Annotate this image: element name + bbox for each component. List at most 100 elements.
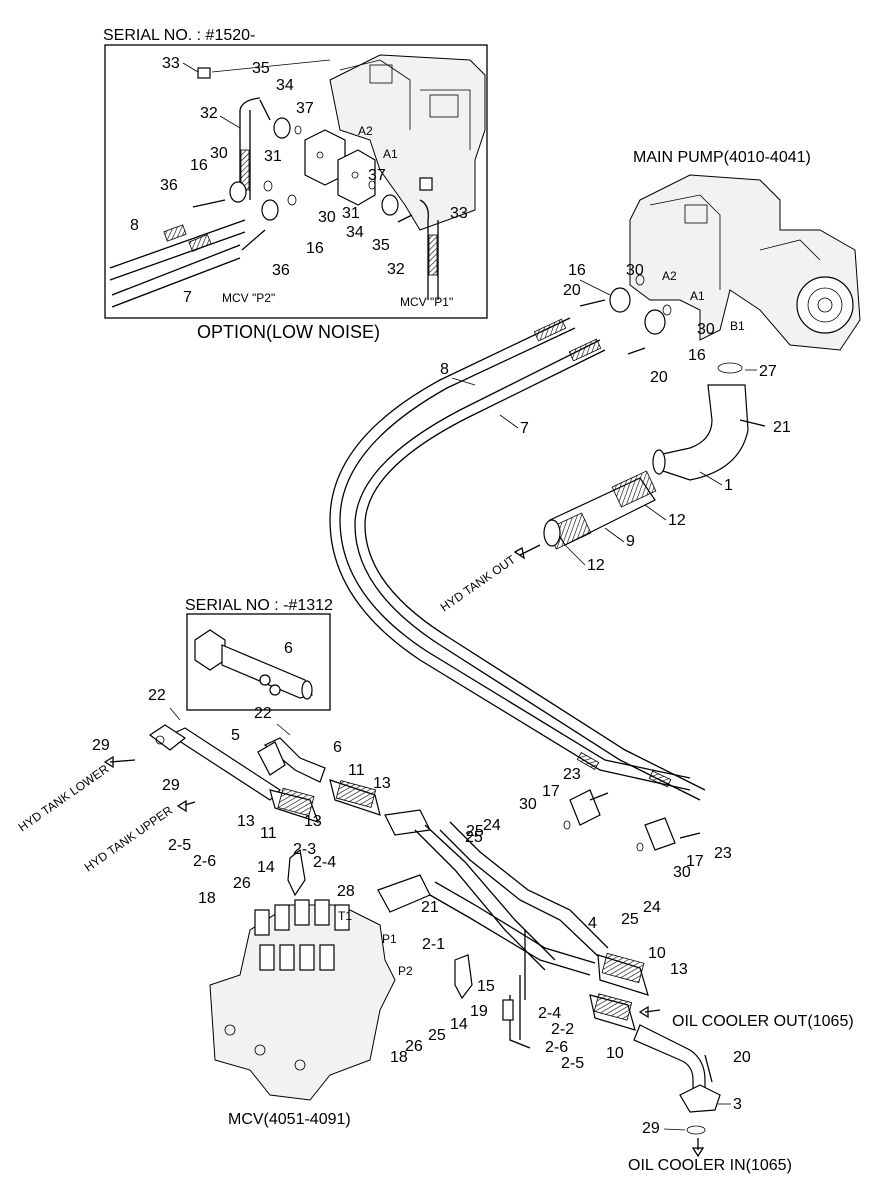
svg-text:8: 8 bbox=[440, 361, 449, 378]
svg-text:33: 33 bbox=[162, 55, 180, 72]
cooler-pipes bbox=[287, 809, 721, 1158]
svg-text:2-3: 2-3 bbox=[293, 841, 316, 858]
svg-text:11: 11 bbox=[348, 762, 365, 779]
svg-text:29: 29 bbox=[162, 777, 180, 794]
svg-text:36: 36 bbox=[160, 177, 178, 194]
svg-text:33: 33 bbox=[450, 205, 468, 222]
svg-text:11: 11 bbox=[260, 825, 277, 842]
inset-mid-frame bbox=[186, 613, 331, 711]
svg-text:35: 35 bbox=[372, 237, 390, 254]
svg-text:20: 20 bbox=[650, 369, 668, 386]
mcv-title: MCV(4051-4091) bbox=[228, 1111, 351, 1128]
pump-flanges bbox=[579, 274, 743, 374]
svg-text:13: 13 bbox=[670, 961, 688, 978]
svg-text:37: 37 bbox=[296, 100, 314, 117]
inset-port-a1: A1 bbox=[383, 147, 398, 161]
inset-early-serial: SERIAL NO : -#1312 6 bbox=[185, 597, 333, 711]
label-hyd-tank-lower: HYD TANK LOWER bbox=[16, 761, 112, 834]
svg-text:18: 18 bbox=[198, 890, 216, 907]
svg-text:14: 14 bbox=[257, 859, 275, 876]
svg-text:37: 37 bbox=[368, 167, 386, 184]
svg-text:26: 26 bbox=[233, 875, 251, 892]
svg-text:26: 26 bbox=[405, 1038, 423, 1055]
svg-text:2-2: 2-2 bbox=[551, 1021, 574, 1038]
mcv-port-p1: P1 bbox=[382, 932, 397, 946]
svg-text:35: 35 bbox=[252, 60, 270, 77]
svg-text:2-5: 2-5 bbox=[561, 1055, 584, 1072]
svg-text:2-4: 2-4 bbox=[538, 1005, 561, 1022]
svg-text:9: 9 bbox=[626, 533, 635, 550]
svg-text:2-4: 2-4 bbox=[313, 854, 336, 871]
svg-text:22: 22 bbox=[148, 687, 166, 704]
svg-text:2-5: 2-5 bbox=[168, 837, 191, 854]
svg-text:5: 5 bbox=[231, 727, 240, 744]
svg-text:25: 25 bbox=[466, 823, 484, 840]
svg-text:29: 29 bbox=[642, 1120, 660, 1137]
svg-text:6: 6 bbox=[333, 739, 342, 756]
svg-text:21: 21 bbox=[773, 419, 791, 436]
inset-port-a2: A2 bbox=[358, 124, 373, 138]
inset-mid-title: SERIAL NO : -#1312 bbox=[185, 597, 333, 614]
svg-text:13: 13 bbox=[304, 813, 322, 830]
svg-text:27: 27 bbox=[759, 363, 777, 380]
suction-hose bbox=[513, 470, 657, 560]
svg-text:2-6: 2-6 bbox=[545, 1039, 568, 1056]
svg-text:13: 13 bbox=[237, 813, 255, 830]
inset-pump-drawing bbox=[329, 54, 486, 231]
svg-text:14: 14 bbox=[450, 1016, 468, 1033]
svg-text:1: 1 bbox=[724, 477, 733, 494]
svg-text:28: 28 bbox=[337, 883, 355, 900]
svg-text:16: 16 bbox=[306, 240, 324, 257]
svg-text:31: 31 bbox=[342, 205, 360, 222]
return-pipes bbox=[103, 724, 381, 823]
svg-text:25: 25 bbox=[621, 911, 639, 928]
svg-text:36: 36 bbox=[272, 262, 290, 279]
svg-text:29: 29 bbox=[92, 737, 110, 754]
svg-text:32: 32 bbox=[387, 261, 405, 278]
inset-port-p2: MCV "P2" bbox=[222, 291, 275, 305]
pump-port-a2: A2 bbox=[662, 269, 677, 283]
svg-text:16: 16 bbox=[688, 347, 706, 364]
svg-text:19: 19 bbox=[470, 1003, 488, 1020]
mcv-port-t1: T1 bbox=[338, 909, 352, 923]
pump-port-b1: B1 bbox=[730, 319, 745, 333]
svg-text:21: 21 bbox=[421, 899, 439, 916]
svg-text:16: 16 bbox=[190, 157, 208, 174]
svg-text:10: 10 bbox=[606, 1045, 624, 1062]
svg-text:23: 23 bbox=[563, 766, 581, 783]
label-hyd-tank-out: HYD TANK OUT bbox=[438, 552, 519, 614]
svg-text:30: 30 bbox=[519, 796, 537, 813]
suction-pipe bbox=[652, 384, 766, 481]
svg-text:7: 7 bbox=[183, 289, 192, 306]
svg-text:23: 23 bbox=[714, 845, 732, 862]
svg-text:34: 34 bbox=[346, 224, 364, 241]
svg-text:20: 20 bbox=[563, 282, 581, 299]
svg-text:22: 22 bbox=[254, 705, 272, 722]
svg-text:12: 12 bbox=[587, 557, 605, 574]
inset-port-p1: MCV "P1" bbox=[400, 295, 453, 309]
svg-text:25: 25 bbox=[428, 1027, 446, 1044]
inset-blocks bbox=[192, 67, 433, 251]
svg-text:20: 20 bbox=[733, 1049, 751, 1066]
svg-text:25: 25 bbox=[465, 829, 483, 846]
mcv-side-flanges bbox=[563, 789, 701, 852]
main-pump: MAIN PUMP(4010-4041) A2 A1 B1 bbox=[629, 149, 861, 351]
label-oil-cooler-out: OIL COOLER OUT(1065) bbox=[672, 1013, 854, 1030]
inset-low-noise: SERIAL NO. : #1520- OPTION(LOW NOISE) bbox=[103, 27, 488, 342]
mcv-port-p2: P2 bbox=[398, 964, 413, 978]
inset-callouts: 33 35 34 37 32 31 30 16 36 8 7 37 31 33 … bbox=[130, 55, 468, 306]
svg-text:16: 16 bbox=[568, 262, 586, 279]
main-pump-title: MAIN PUMP(4010-4041) bbox=[633, 149, 811, 166]
svg-text:15: 15 bbox=[477, 978, 495, 995]
svg-text:34: 34 bbox=[276, 77, 294, 94]
inset-top-frame bbox=[104, 44, 488, 319]
svg-text:13: 13 bbox=[373, 775, 391, 792]
svg-text:24: 24 bbox=[483, 817, 501, 834]
inset-top-title: SERIAL NO. : #1520- bbox=[103, 27, 255, 44]
svg-text:7: 7 bbox=[520, 420, 529, 437]
svg-text:30: 30 bbox=[210, 145, 228, 162]
svg-text:12: 12 bbox=[668, 512, 686, 529]
svg-text:24: 24 bbox=[643, 899, 661, 916]
mcv-valve: MCV(4051-4091) T1 P1 P2 bbox=[209, 899, 413, 1128]
